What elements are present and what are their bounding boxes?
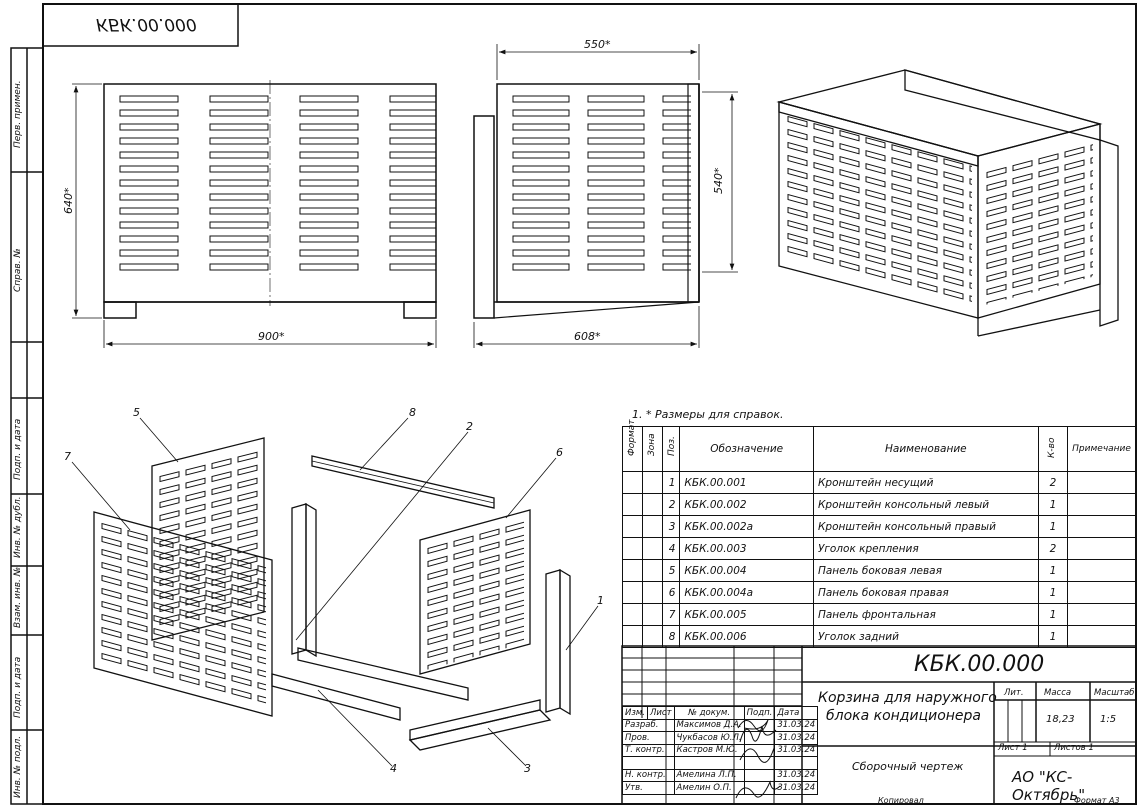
frame-label-perv: Перв. примен. bbox=[13, 80, 23, 148]
dim-side-height: 540* bbox=[712, 167, 725, 195]
spec-h-format: Формат bbox=[627, 419, 637, 456]
titleblock-code: КБК.00.000 bbox=[914, 652, 1045, 677]
titleblock-title-2: блока кондиционера bbox=[826, 708, 982, 724]
frame-label-vzam: Взам. инв. № bbox=[13, 566, 23, 628]
callout-2: 2 bbox=[466, 420, 473, 433]
titleblock-sheet: Лист 1 bbox=[998, 743, 1028, 753]
dim-side-bottom: 608* bbox=[574, 330, 601, 343]
callout-8: 8 bbox=[409, 406, 416, 419]
front-view bbox=[72, 80, 437, 348]
spec-h-qty: К-во bbox=[1046, 437, 1057, 458]
callout-7: 7 bbox=[64, 450, 71, 463]
frame-label-inv-podl: Инв. № подл. bbox=[13, 735, 23, 798]
frame-label-inv-dubl: Инв. № дубл. bbox=[13, 496, 23, 558]
callout-4: 4 bbox=[390, 762, 397, 775]
format-label: Формат А3 bbox=[1074, 796, 1120, 805]
frame-label-podp1: Подп. и дата bbox=[13, 418, 23, 480]
mirrored-code-box bbox=[42, 3, 239, 47]
spec-h-note: Примечание bbox=[1067, 426, 1136, 472]
titleblock-lit-label: Лит. bbox=[1004, 688, 1024, 698]
dim-side-top: 550* bbox=[584, 38, 611, 51]
mirrored-code: КБК.00.000 bbox=[96, 14, 197, 34]
titleblock-org: АО "КС-Октябрь" bbox=[1012, 768, 1086, 804]
titleblock-mass: 18,23 bbox=[1046, 714, 1075, 725]
spec-h-zone: Зона bbox=[646, 433, 657, 456]
titleblock-title-1: Корзина для наружного bbox=[818, 690, 997, 706]
spec-h-pos: Поз. bbox=[666, 436, 677, 456]
frame-label-podp2: Подп. и дата bbox=[13, 656, 23, 718]
titleblock-mass-label: Масса bbox=[1044, 688, 1072, 698]
callout-6: 6 bbox=[556, 446, 563, 459]
frame-label-sprav: Справ. № bbox=[13, 248, 23, 292]
spec-table: Формат Зона Поз. Обозначение Наименовани… bbox=[622, 419, 1136, 648]
left-strip bbox=[10, 47, 44, 805]
titleblock-doc-type: Сборочный чертеж bbox=[852, 760, 964, 773]
spec-h-code: Обозначение bbox=[679, 426, 814, 472]
titleblock-sheets: Листов 1 bbox=[1054, 743, 1094, 753]
titleblock-frame bbox=[621, 645, 1137, 805]
callout-1: 1 bbox=[597, 594, 604, 607]
dim-height-front: 640* bbox=[62, 187, 75, 215]
side-view bbox=[473, 44, 738, 348]
titleblock-scale-label: Масштаб bbox=[1094, 688, 1135, 698]
dim-width-front: 900* bbox=[258, 330, 285, 343]
titleblock-scale: 1:5 bbox=[1100, 714, 1117, 725]
spec-h-name: Наименование bbox=[812, 426, 1039, 472]
note-reference-dims: 1. * Размеры для справок. bbox=[632, 408, 784, 421]
callout-3: 3 bbox=[524, 762, 531, 775]
exploded-view bbox=[71, 417, 599, 767]
isometric-view bbox=[776, 69, 1119, 337]
copied-label: Копировал bbox=[878, 796, 924, 805]
callout-5: 5 bbox=[133, 406, 140, 419]
